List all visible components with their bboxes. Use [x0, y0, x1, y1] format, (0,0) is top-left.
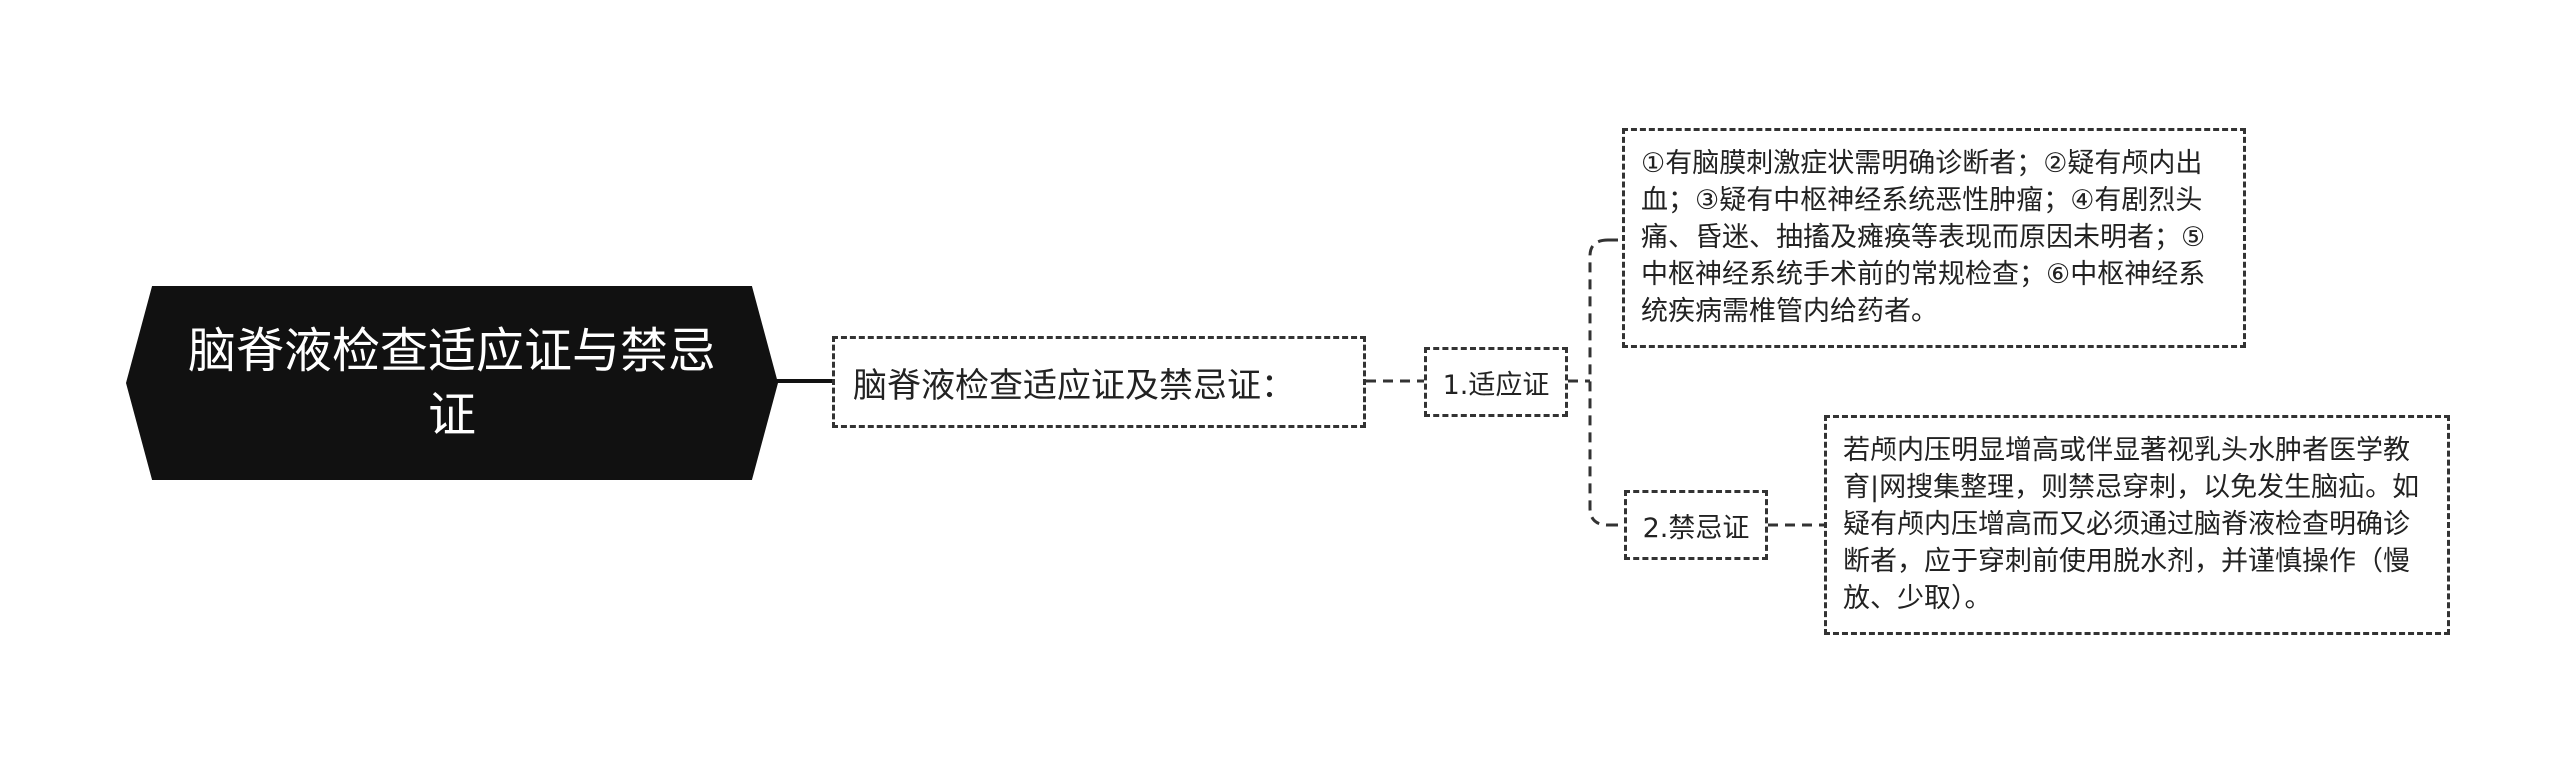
contraindications-label: 2.禁忌证 — [1642, 512, 1750, 544]
contraindications-detail-text: 若颅内压明显增高或伴显著视乳头水肿者医学教育|网搜集整理，则禁忌穿刺，以免发生脑… — [1843, 435, 2420, 614]
indications-label: 1.适应证 — [1442, 369, 1550, 401]
contraindications-node[interactable]: 2.禁忌证 — [1624, 490, 1768, 560]
root-label: 脑脊液检查适应证与禁忌证 — [187, 323, 716, 443]
indications-node[interactable]: 1.适应证 — [1424, 347, 1568, 417]
connector-indications-vertical — [1588, 238, 1609, 527]
topic-label: 脑脊液检查适应证及禁忌证： — [853, 365, 1295, 406]
topic-node[interactable]: 脑脊液检查适应证及禁忌证： — [832, 336, 1366, 428]
contraindications-detail-node[interactable]: 若颅内压明显增高或伴显著视乳头水肿者医学教育|网搜集整理，则禁忌穿刺，以免发生脑… — [1824, 415, 2450, 635]
indications-detail-node[interactable]: ①有脑膜刺激症状需明确诊断者；②疑有颅内出血；③疑有中枢神经系统恶性肿瘤；④有剧… — [1622, 128, 2246, 348]
root-node[interactable]: 脑脊液检查适应证与禁忌证 — [126, 286, 778, 480]
indications-detail-text: ①有脑膜刺激症状需明确诊断者；②疑有颅内出血；③疑有中枢神经系统恶性肿瘤；④有剧… — [1641, 148, 2206, 327]
